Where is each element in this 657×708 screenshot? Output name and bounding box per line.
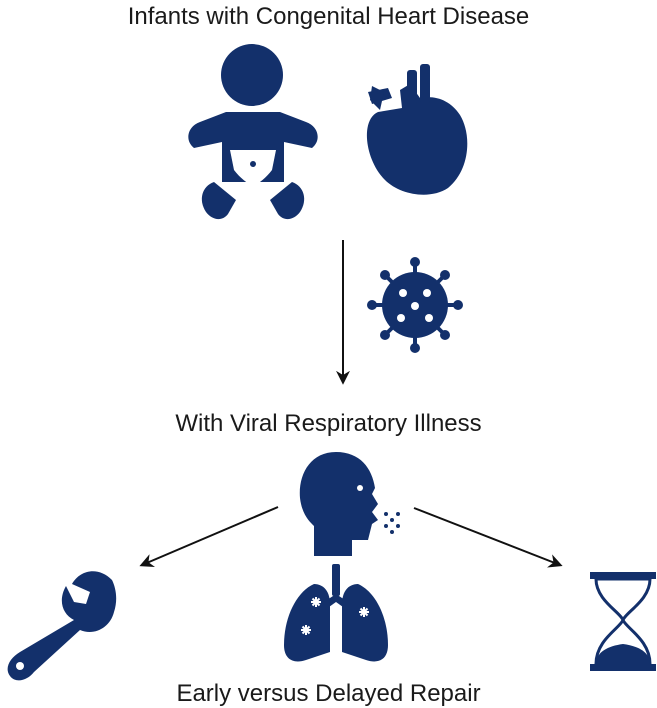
virus-icon — [367, 257, 463, 353]
cough-particles — [384, 512, 400, 534]
infected-lungs-icon — [284, 564, 388, 662]
viral-illness-label: With Viral Respiratory Illness — [175, 410, 482, 437]
baby-icon — [188, 44, 318, 220]
repair-timing-label: Early versus Delayed Repair — [176, 680, 481, 707]
arrow-to-early-repair — [139, 506, 279, 568]
hourglass-icon — [590, 572, 656, 671]
wrench-icon — [7, 571, 117, 681]
coughing-head-icon — [299, 452, 378, 556]
heart-icon — [366, 64, 468, 195]
diagram-title: Infants with Congenital Heart Disease — [127, 3, 530, 30]
arrow-to-delayed-repair — [413, 507, 563, 568]
